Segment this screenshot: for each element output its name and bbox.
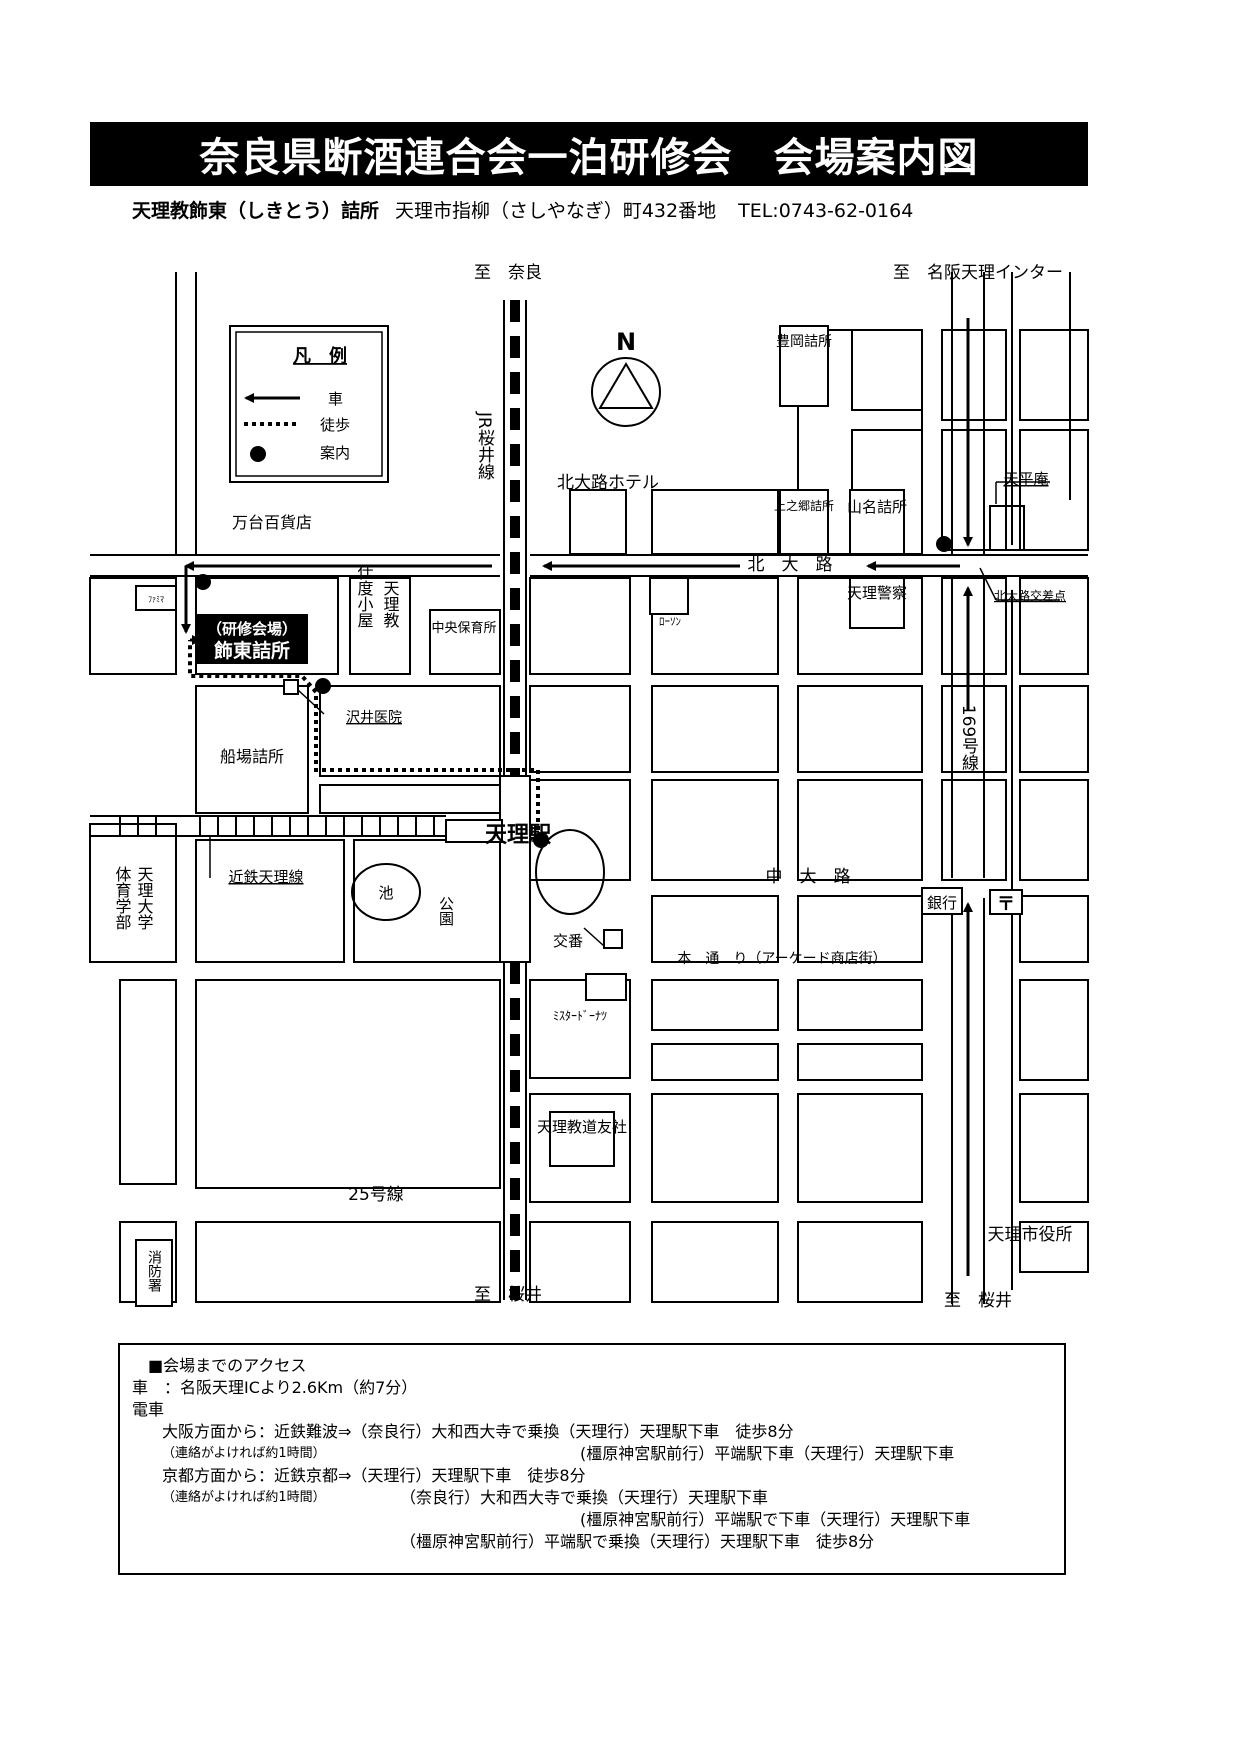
label-police: 天理警察: [847, 584, 907, 602]
venue-tel: TEL:0743-62-0164: [738, 200, 914, 222]
map-labels: 至 奈良 至 名阪天理インター 至 桜井 至 桜井 JR桜井線 北 大 路 中 …: [113, 263, 1073, 1311]
label-shitaku: 仕度小屋: [355, 564, 374, 628]
access-heading: ■会場までのアクセス: [148, 1356, 307, 1375]
label-uenogo: 上之郷詰所: [774, 498, 834, 513]
label-tenrikyo: 天理教: [381, 580, 400, 629]
access-car: 車 ：名阪天理ICより2.6Km（約7分）: [132, 1378, 418, 1397]
post-box: [989, 889, 1023, 915]
label-koen: 公園: [437, 896, 455, 926]
label-shobosho: 消防署: [146, 1250, 162, 1292]
compass: N: [591, 328, 661, 427]
access-osaka: 大阪方面から：近鉄難波⇒（奈良行）大和西大寺で乗換（天理行）天理駅下車 徒歩8分: [162, 1422, 794, 1441]
post-office-icon: 〒: [997, 894, 1015, 915]
label-city-hall: 天理市役所: [988, 1225, 1073, 1245]
legend-title: 凡 例: [293, 345, 347, 367]
label-kitaoji-hotel: 北大路ホテル: [557, 473, 659, 493]
legend: 凡 例 車 徒歩 案内: [229, 325, 389, 483]
label-lawson: ﾛｰｿﾝ: [659, 615, 681, 628]
label-bank: 銀行: [927, 894, 957, 912]
pond: [351, 863, 421, 921]
toyooka-box: [779, 325, 829, 407]
label-kita-oji: 北 大 路: [748, 555, 833, 575]
label-naka-oji: 中 大 路: [766, 867, 851, 887]
label-route169: 169号線: [958, 705, 979, 771]
label-tenpeian: 天平庵: [1003, 470, 1048, 488]
station-plaza: [535, 829, 605, 915]
legend-guide: 案内: [320, 444, 350, 462]
kintetsu-railway: [90, 815, 446, 837]
label-taiikubu: 体育学部: [113, 866, 132, 930]
access-osaka-note: （連絡がよければ約1時間）: [162, 1446, 326, 1461]
label-toyooka: 豊岡詰所: [776, 334, 832, 350]
label-kitaoji-crossing: 北大路交差点: [994, 588, 1066, 603]
label-tenri-univ: 天理大学: [135, 866, 154, 930]
guide-points: [195, 536, 952, 848]
jr-railway: [503, 300, 527, 1300]
access-kyoto-alt3: （橿原神宮駅前行）平端駅で乗換（天理行）天理駅下車 徒歩8分: [400, 1532, 875, 1551]
yamana-box: [849, 489, 905, 555]
road-outlines: [90, 272, 1088, 1290]
label-kintetsu: 近鉄天理線: [228, 868, 303, 886]
access-train: 電車: [132, 1400, 165, 1419]
label-mister-donut: ﾐｽﾀｰﾄﾞｰﾅﾂ: [553, 1009, 607, 1023]
label-family-mart: ﾌｧﾐﾏ: [148, 595, 164, 604]
tenri-station: 天理駅: [445, 775, 551, 963]
label-mandai: 万台百貨店: [232, 513, 312, 532]
shobosho-box: [135, 1239, 173, 1307]
access-osaka-alt: (橿原神宮駅前行）平端駅下車（天理行）天理駅下車: [580, 1444, 955, 1463]
venue-address: 天理市指柳（さしやなぎ）町432番地: [395, 200, 717, 222]
legend-dot-icon: [250, 446, 266, 462]
label-dohosha: 天理教道友社: [537, 1118, 627, 1136]
venue-tag: （研修会場）: [207, 620, 297, 638]
venue-name: 天理教飾東（しきとう）詰所: [132, 200, 380, 222]
access-kyoto-alt2: (橿原神宮駅前行）平端駅で下車（天理行）天理駅下車: [580, 1510, 971, 1529]
label-to-interchange: 至 名阪天理インター: [893, 263, 1063, 283]
label-jr-line: JR桜井線: [474, 411, 495, 480]
car-route: [181, 561, 960, 634]
family-mart-box: [135, 585, 177, 611]
legend-walk: 徒歩: [320, 416, 350, 434]
label-koban: 交番: [553, 932, 583, 950]
label-to-sakurai-right: 至 桜井: [944, 1291, 1012, 1311]
walk-route: [188, 640, 540, 838]
label-yamana: 山名詰所: [847, 498, 907, 516]
venue-label: 飾東詰所: [214, 639, 290, 662]
label-sawai: 沢井医院: [346, 710, 402, 726]
label-route25: 25号線: [348, 1185, 404, 1205]
dohosha-box: [549, 1111, 615, 1167]
police-box: [849, 577, 905, 629]
north-arrow-icon: [598, 362, 654, 409]
page-title: 奈良県断酒連合会一泊研修会 会場案内図: [90, 122, 1088, 186]
label-ike: 池: [378, 884, 393, 902]
label-to-nara: 至 奈良: [474, 263, 542, 283]
compass-n: N: [616, 328, 636, 356]
label-chuo-hoiku: 中央保育所: [431, 620, 496, 636]
access-info: ■会場までのアクセス 車 ：名阪天理ICより2.6Km（約7分） 電車 大阪方面…: [118, 1343, 1066, 1575]
label-funaba: 船場詰所: [220, 747, 284, 766]
venue-marker[interactable]: （研修会場） 飾東詰所: [196, 614, 308, 664]
area-map: 天理駅 凡 例 車 徒歩: [89, 263, 1089, 1311]
bank-box: [921, 887, 963, 915]
city-blocks-east: [529, 329, 1089, 1303]
access-kyoto-alt1: （奈良行）大和西大寺で乗換（天理行）天理駅下車: [400, 1488, 769, 1507]
venue-info: 天理教飾東（しきとう）詰所天理市指柳（さしやなぎ）町432番地 TEL:0743-…: [132, 196, 1092, 223]
access-kyoto: 京都方面から：近鉄京都⇒（天理行）天理駅下車 徒歩8分: [162, 1466, 586, 1485]
uenogo-box: [779, 489, 829, 555]
label-to-sakurai-left: 至 桜井: [474, 1285, 542, 1305]
access-kyoto-note: （連絡がよければ約1時間）: [162, 1490, 326, 1505]
label-hondori: 本 通 り（アーケード商店街）: [677, 951, 886, 967]
legend-car: 車: [328, 390, 343, 408]
